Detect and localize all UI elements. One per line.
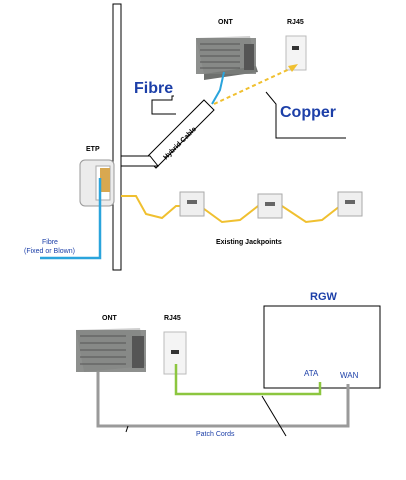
- patch-cord-green: [174, 364, 322, 396]
- fibre-fixed-label-line2: (Fixed or Blown): [24, 248, 75, 255]
- rj45-label-top: RJ45: [287, 19, 304, 26]
- etp-label: ETP: [86, 146, 100, 153]
- hybrid-cable-entry: [120, 155, 160, 167]
- rgw-label: RGW: [310, 291, 338, 303]
- ont-device-bottom: [76, 328, 146, 372]
- copper-arrowhead: [288, 64, 298, 72]
- existing-jackpoints-label: Existing Jackpoints: [216, 239, 282, 246]
- patch-cord-grey: [96, 372, 350, 428]
- rj45-label-bottom: RJ45: [164, 315, 181, 322]
- copper-dashed-line: [213, 65, 297, 105]
- fibre-fixed-label-line1: Fibre: [42, 239, 58, 246]
- rgw-box: [263, 305, 381, 389]
- fibre-cable-ont: [211, 71, 225, 105]
- patch-cords-label: Patch Cords: [196, 431, 235, 438]
- copper-label: Copper: [280, 104, 336, 121]
- wan-label: WAN: [340, 371, 359, 380]
- rj45-wallplate-top: [285, 35, 307, 71]
- jackpoint-2: [257, 193, 283, 219]
- ata-label: ATA: [304, 369, 319, 378]
- fibre-bracket: [151, 95, 176, 115]
- copper-bracket: [265, 91, 346, 139]
- patch-cord-pointer-left: [125, 425, 129, 433]
- fibre-label: Fibre: [134, 80, 173, 97]
- fibre-cable-etp: [40, 178, 102, 260]
- ont-device-top: [196, 36, 258, 80]
- jackpoint-1: [179, 191, 205, 217]
- wall-pole: [112, 3, 122, 271]
- jackpoint-3: [337, 191, 363, 217]
- ont-label-bottom: ONT: [102, 315, 118, 322]
- etp-box: [79, 159, 115, 207]
- patch-cord-pointer-right: [261, 395, 287, 437]
- existing-copper-wiring: [121, 195, 341, 224]
- hybrid-cable: [145, 99, 215, 169]
- ont-label-top: ONT: [218, 19, 234, 26]
